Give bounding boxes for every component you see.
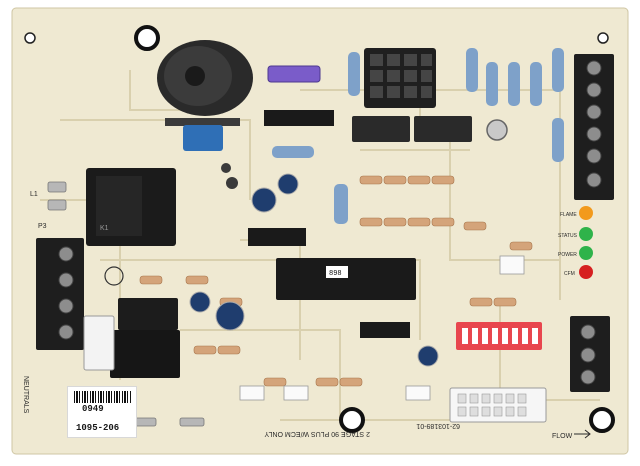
led-power — [579, 246, 593, 260]
part-number-sticker: 0949 1095-206 — [67, 386, 137, 438]
small-resistors — [139, 175, 533, 387]
potentiometer — [486, 119, 508, 141]
microcontroller-chip: 898 — [276, 258, 416, 300]
led-label-status: STATUS — [558, 233, 578, 239]
svg-text:K1: K1 — [100, 225, 109, 232]
spade-terminals — [47, 181, 205, 427]
flow-arrow-icon — [574, 429, 591, 439]
relay — [414, 116, 472, 142]
ic-chip — [360, 322, 410, 338]
mounting-hole-icon — [24, 25, 615, 433]
dip-switch[interactable] — [456, 322, 542, 350]
sticker-part-number: 1095-206 — [76, 423, 120, 433]
l1-label: L1 — [30, 191, 38, 198]
white-connector — [83, 315, 115, 371]
chip-marking: 898 — [329, 270, 342, 278]
ul-mark-icon — [104, 266, 124, 286]
molex-connector-12pin — [364, 48, 436, 108]
small-jumpers — [239, 255, 525, 401]
neutrals-label: NEUTRALS — [22, 376, 29, 414]
thermostat-terminal-block[interactable] — [574, 54, 614, 200]
led-label-power: POWER — [558, 252, 577, 258]
line-voltage-terminal-block[interactable] — [36, 238, 84, 350]
sticker-code: 0949 — [82, 404, 104, 414]
barcode — [74, 391, 132, 403]
led-label-cfm: CFM — [564, 271, 575, 277]
led-status — [579, 227, 593, 241]
relay — [118, 298, 178, 330]
relay — [110, 330, 180, 378]
white-connector-12pin — [449, 387, 547, 423]
led-cfm — [579, 265, 593, 279]
board-id: 62-103189-01 — [416, 422, 460, 429]
led-label-flame: FLAME — [560, 212, 577, 218]
resistor-bank — [272, 48, 564, 224]
ic-chip — [264, 110, 334, 126]
stage-text: 2 STAGE 90 PLUS W/ECM ONLY — [264, 430, 370, 437]
film-capacitor — [183, 125, 223, 151]
led-flame — [579, 206, 593, 220]
electrolytic-capacitors — [189, 163, 439, 367]
flow-label: FLOW — [552, 433, 573, 440]
ic-chip — [248, 228, 306, 246]
transformer — [157, 40, 253, 126]
power-relay: K1 — [86, 168, 176, 246]
relay — [352, 116, 410, 142]
fuse — [267, 65, 321, 83]
p3-label: P3 — [38, 223, 47, 230]
terminal-block-small[interactable] — [570, 316, 610, 392]
